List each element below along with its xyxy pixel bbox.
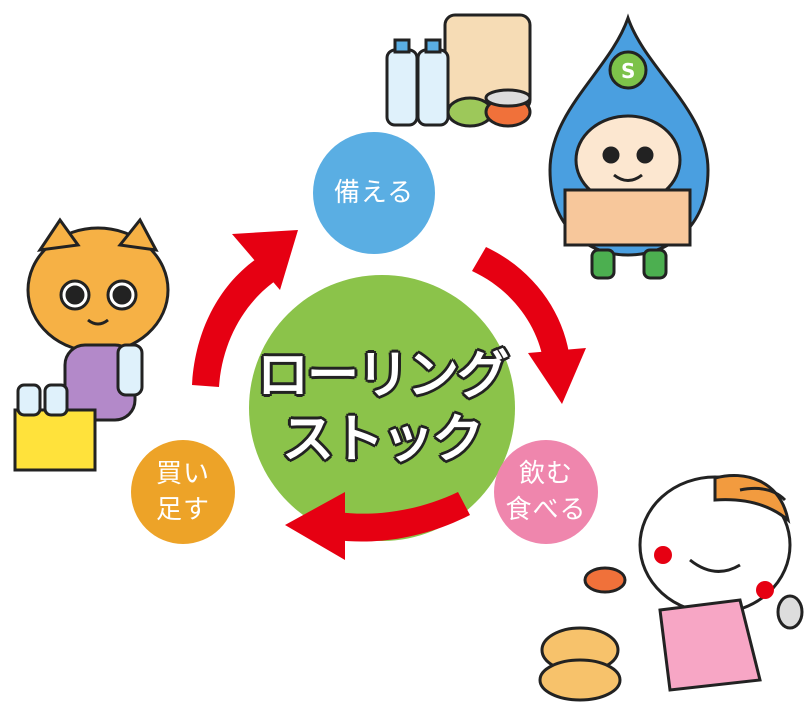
arrow-prepare-to-eat: [472, 247, 586, 404]
stockpile-illustration: [385, 13, 532, 128]
step-buy-line2: 足す: [155, 495, 210, 525]
center-title-line1: ローリング: [256, 346, 509, 406]
center-title-line2: ストック: [281, 410, 484, 470]
cycle-arrows: [192, 230, 586, 560]
step-eat-line2: 食べる: [505, 495, 587, 525]
step-buy-line1: 買い: [155, 459, 210, 489]
step-eat-line1: 飲む: [518, 459, 573, 489]
calico-cat-illustration: [538, 473, 804, 702]
step-buy: 買い 足す: [131, 440, 235, 544]
center-title: ローリング ストック: [252, 288, 512, 528]
orange-cat-illustration: [13, 217, 170, 472]
mascot-emblem-icon: S: [621, 59, 635, 83]
arrow-buy-to-prepare: [192, 230, 298, 387]
arrow-eat-to-buy: [285, 492, 470, 560]
water-drop-mascot-illustration: [548, 13, 710, 280]
step-eat: 飲む 食べる: [494, 440, 598, 544]
step-prepare: 備える: [313, 132, 435, 254]
center-circle: [249, 275, 515, 541]
step-prepare-label: 備える: [333, 178, 415, 208]
